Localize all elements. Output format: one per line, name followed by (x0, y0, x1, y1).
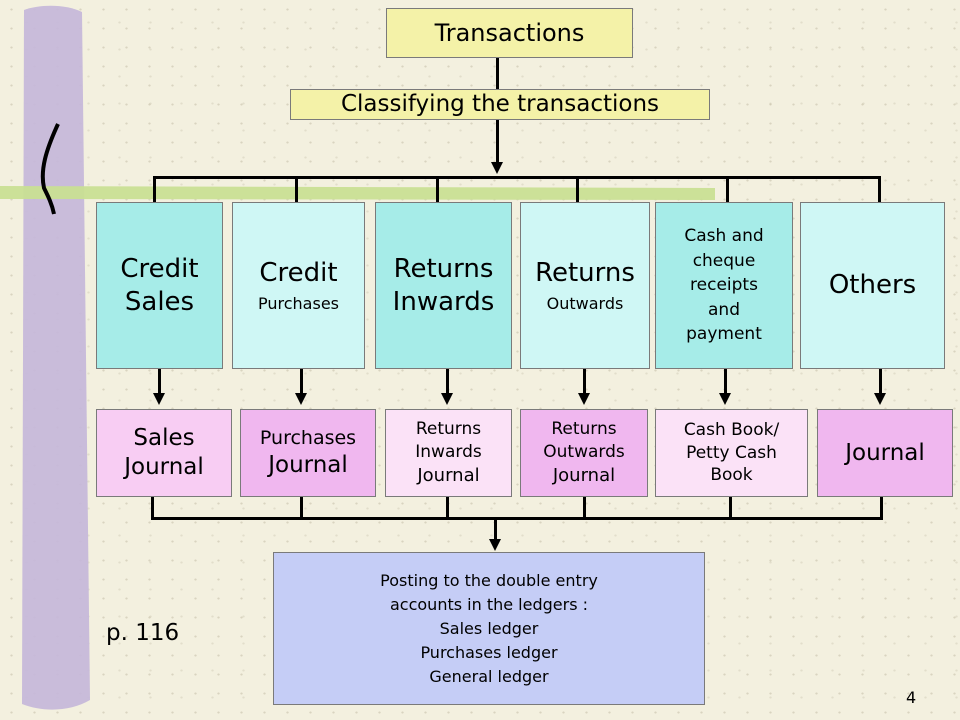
book-label: Petty Cash (686, 442, 777, 463)
drop-5 (726, 176, 729, 202)
transactions-box: Transactions (386, 8, 633, 58)
vertical-purple-bar (22, 5, 90, 710)
classifying-label: Classifying the transactions (340, 91, 660, 118)
classifying-box: Classifying the transactions (290, 89, 710, 120)
arrow-line-4 (583, 369, 586, 393)
drop-2 (295, 176, 298, 202)
book-label: Returns (551, 418, 617, 439)
category-credit-purchases: Credit Purchases (232, 202, 365, 369)
arrow-head-4 (578, 393, 590, 405)
book-label: Purchases (259, 426, 357, 449)
book-cash-book: Cash Book/ Petty Cash Book (655, 409, 808, 497)
category-label: Cash and (684, 225, 764, 246)
book-label: Returns (415, 418, 482, 439)
collect-bar (151, 517, 883, 520)
collect-4 (583, 497, 586, 518)
arrow-head-5 (719, 393, 731, 405)
category-label: cheque (692, 250, 756, 271)
category-label: Sales (124, 286, 195, 317)
category-label: Returns (535, 258, 635, 289)
book-purchases-journal: Purchases Journal (240, 409, 376, 497)
category-label: Returns (393, 254, 494, 284)
slide-number: 4 (906, 688, 917, 707)
drop-4 (576, 176, 579, 202)
book-sales-journal: Sales Journal (96, 409, 232, 497)
category-label: Credit (259, 258, 338, 289)
branch-bar (153, 176, 881, 179)
bracket-mark (40, 123, 60, 215)
arrow-classify (491, 162, 503, 174)
category-label: and (708, 299, 740, 320)
category-returns-outwards: Returns Outwards (520, 202, 650, 369)
category-label: Credit (120, 254, 199, 284)
arrow-line-6 (879, 369, 882, 393)
arrow-line-2 (300, 369, 303, 393)
book-label: Cash Book/ (683, 419, 780, 440)
category-label: payment (686, 324, 762, 345)
arrow-head-3 (441, 393, 453, 405)
book-label: Journal (268, 451, 348, 478)
transactions-label: Transactions (434, 19, 585, 47)
page-reference: p. 116 (106, 620, 180, 646)
book-label: Outwards (543, 441, 625, 462)
connector-title-classify (496, 58, 499, 89)
arrow-posting (489, 539, 501, 551)
arrow-head-6 (874, 393, 886, 405)
book-returns-outwards-journal: Returns Outwards Journal (520, 409, 648, 497)
collect-5 (729, 497, 732, 518)
category-sublabel: Outwards (546, 293, 624, 313)
posting-line: Sales ledger (439, 618, 539, 638)
category-label: Inwards (392, 286, 495, 317)
category-sublabel: Purchases (258, 293, 339, 313)
book-label: Journal (552, 464, 616, 486)
arrow-head-2 (295, 393, 307, 405)
category-label: Others (828, 270, 917, 301)
posting-line: Posting to the double entry (380, 570, 598, 590)
book-label: Inwards (415, 441, 482, 462)
category-others: Others (800, 202, 945, 369)
book-label: Sales (133, 425, 195, 452)
arrow-line-5 (724, 369, 727, 393)
book-label: Journal (417, 464, 480, 486)
arrow-line-1 (158, 369, 161, 393)
collect-1 (151, 497, 154, 518)
book-label: Journal (845, 439, 925, 466)
book-label: Journal (124, 454, 204, 480)
arrow-head-1 (153, 393, 165, 405)
drop-3 (436, 176, 439, 202)
collect-3 (446, 497, 449, 518)
drop-1 (153, 176, 156, 202)
posting-box: Posting to the double entry accounts in … (273, 552, 705, 705)
category-returns-inwards: Returns Inwards (375, 202, 512, 369)
posting-line: General ledger (429, 666, 549, 686)
posting-line: Purchases ledger (420, 642, 558, 662)
horizontal-green-bar (0, 186, 715, 200)
collect-2 (300, 497, 303, 518)
posting-line: accounts in the ledgers : (389, 594, 588, 614)
category-label: receipts (690, 275, 758, 296)
collect-drop (494, 517, 497, 539)
category-cash-cheque: Cash and cheque receipts and payment (655, 202, 793, 369)
drop-6 (878, 176, 881, 202)
book-journal: Journal (817, 409, 953, 497)
collect-6 (880, 497, 883, 518)
book-label: Book (710, 465, 753, 486)
book-returns-inwards-journal: Returns Inwards Journal (385, 409, 512, 497)
category-credit-sales: Credit Sales (96, 202, 223, 369)
connector-classify-branch (496, 120, 499, 162)
arrow-line-3 (446, 369, 449, 393)
